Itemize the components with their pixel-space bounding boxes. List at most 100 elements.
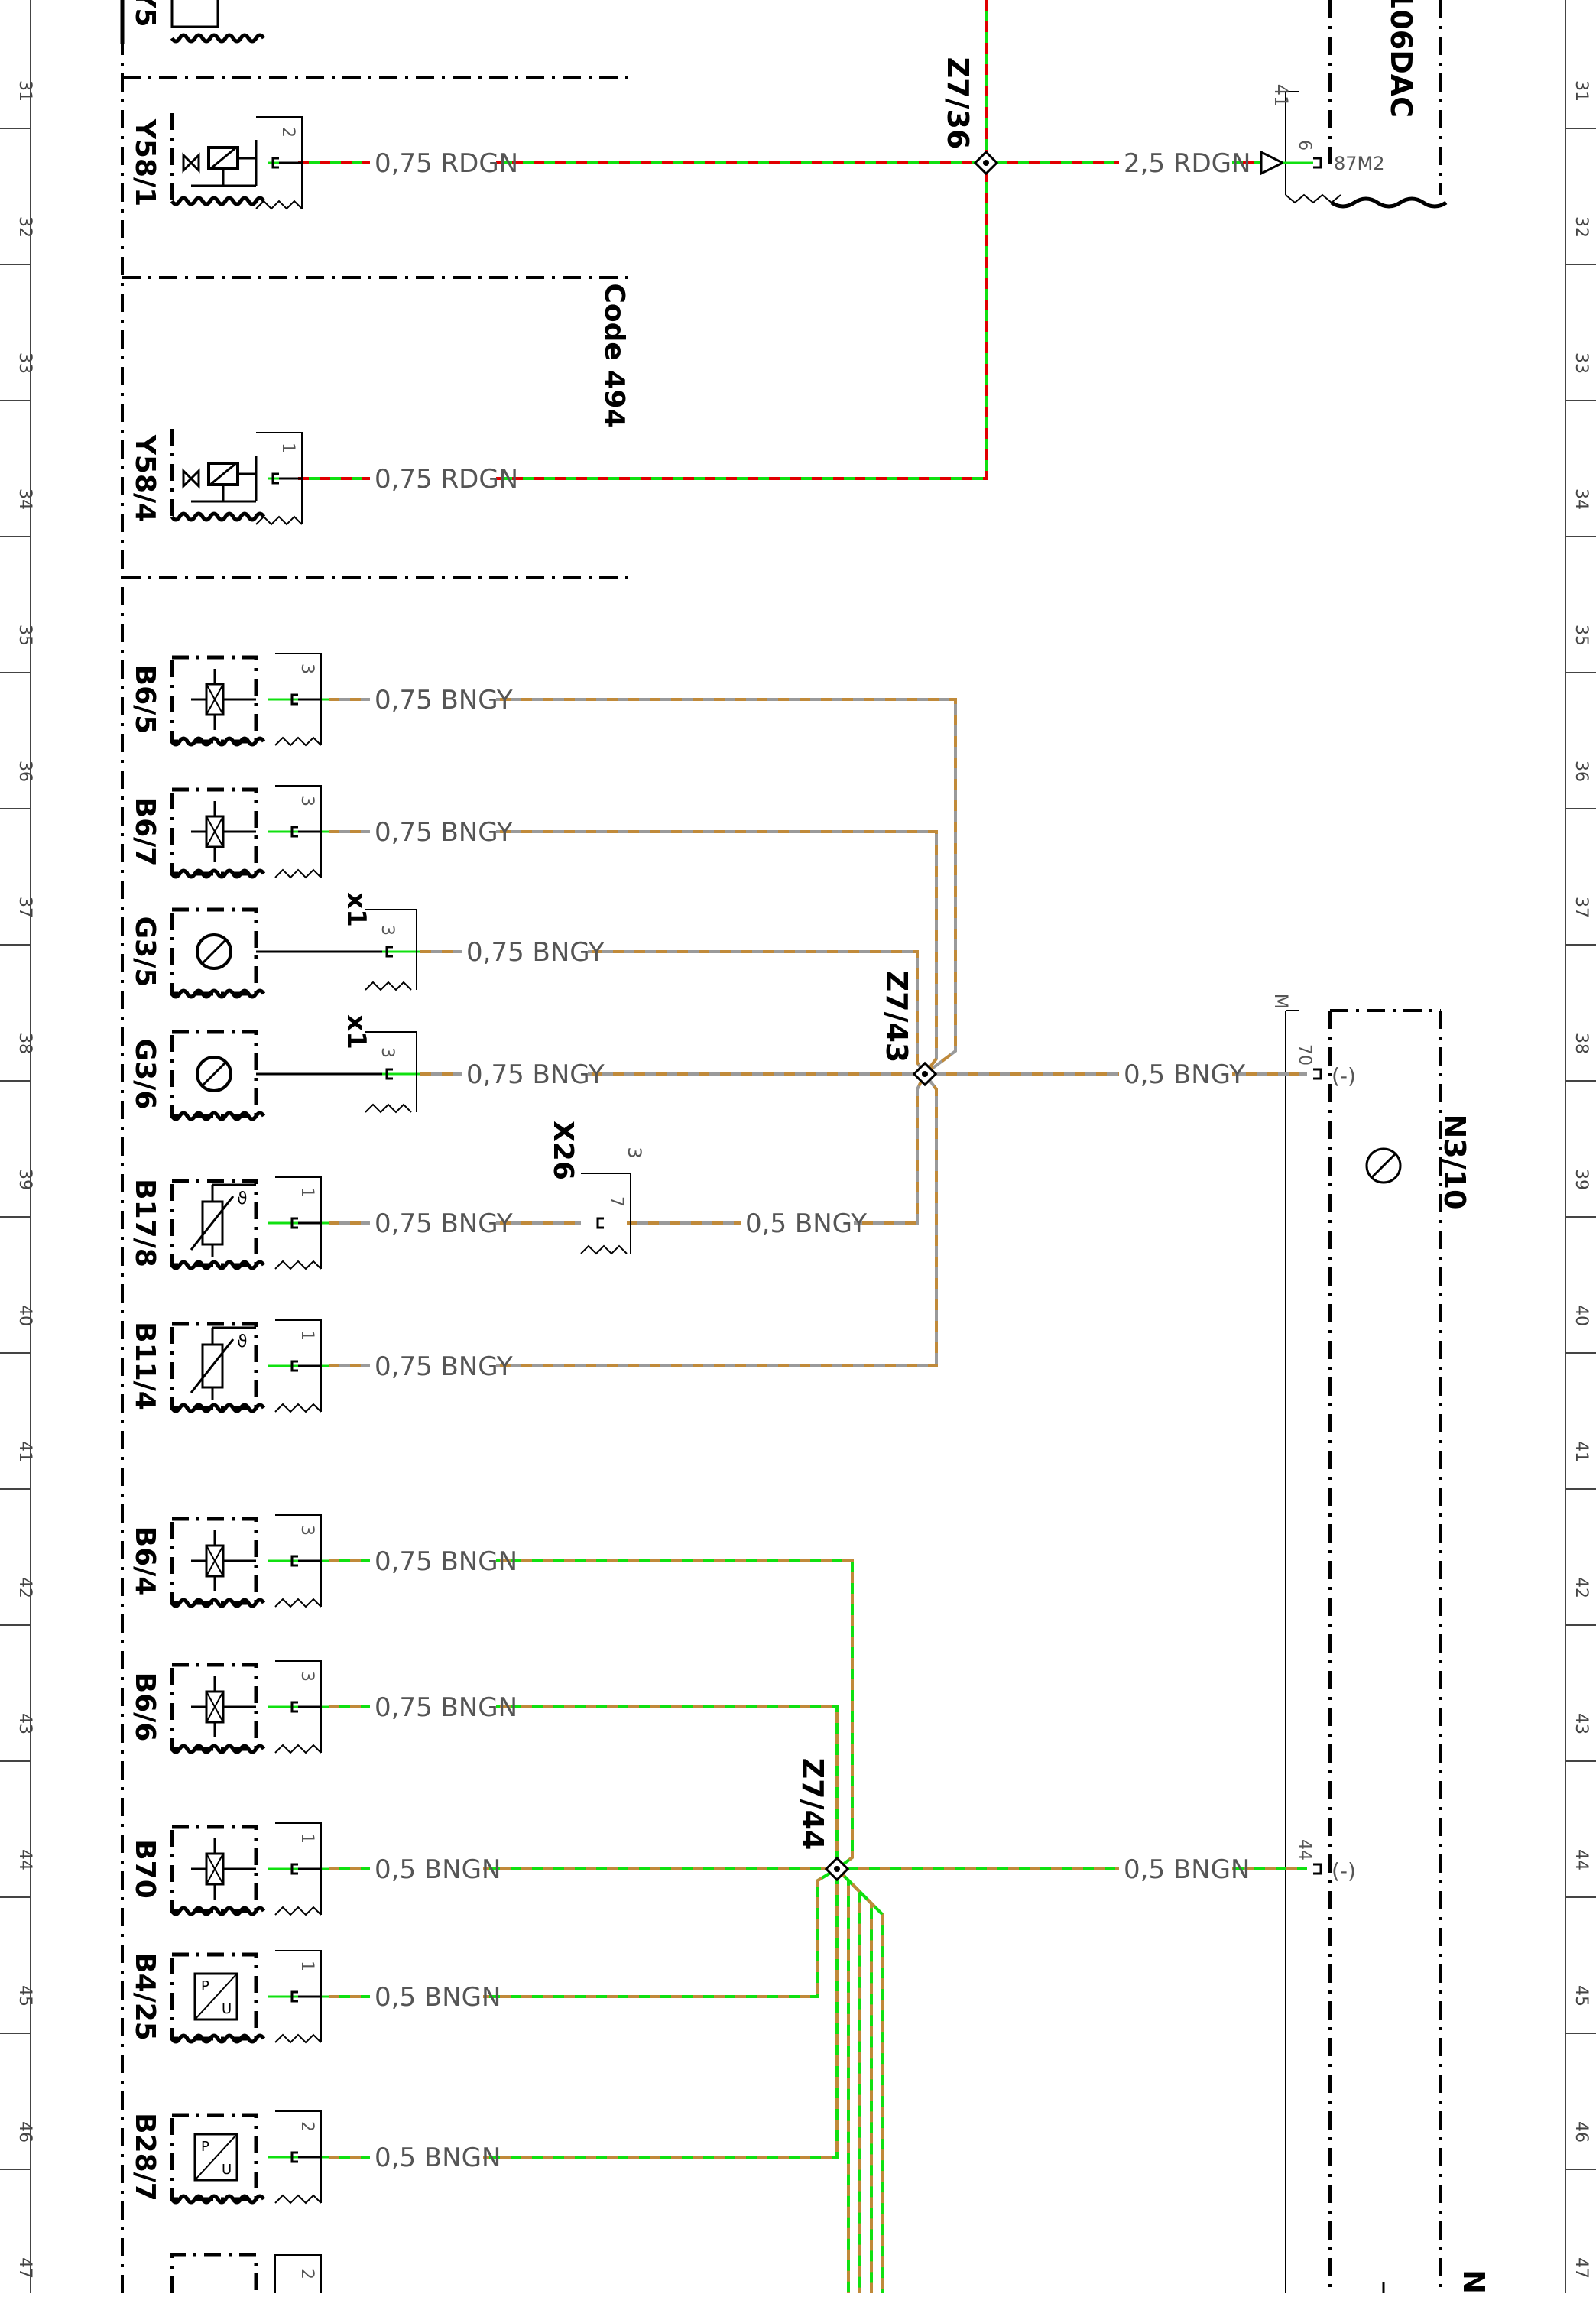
- splice-label: Z7/43: [880, 971, 913, 1063]
- connector-frame: [275, 785, 322, 878]
- arrow-icon: [1260, 150, 1286, 176]
- row-number: 44: [1572, 1849, 1591, 1870]
- connector-label: x1: [341, 1014, 371, 1050]
- wire-b28-7-stripe: [329, 1869, 839, 2159]
- connector-frame: [275, 1950, 322, 2042]
- wire-label-bg: [370, 818, 496, 847]
- splice-label: Z7/44: [796, 1758, 829, 1851]
- pin-number: 3: [624, 1147, 645, 1158]
- component-cut: [170, 1598, 266, 1608]
- component-b4-25[interactable]: B4/25 PU 1: [129, 1950, 322, 2044]
- wire-label: 0,5 BNGN: [375, 2143, 501, 2173]
- wire-label-bg: [370, 686, 496, 715]
- row-number: 37: [1572, 897, 1591, 918]
- pin-contact: [290, 1217, 298, 1229]
- wire-b6-5: [329, 698, 957, 1076]
- connector-frame: [275, 1319, 322, 1412]
- row-number: 47: [15, 2257, 34, 2279]
- temperature-sensor-arrow: [190, 1196, 235, 1251]
- pin-number: 1: [297, 1330, 316, 1341]
- wire-label: 0,75 BNGY: [466, 1059, 605, 1090]
- pressure-u-icon: U: [222, 2001, 232, 2017]
- pin-contact: [1313, 157, 1322, 169]
- pin-number: 3: [297, 1525, 316, 1536]
- connector-x1: x13: [341, 892, 417, 991]
- component-boundaries: [121, 0, 1442, 2293]
- splice-z7-44-dot: [834, 1866, 840, 1872]
- component-outline: [170, 1825, 258, 1913]
- component-label: Y58/1: [129, 118, 161, 206]
- row-number: 35: [15, 625, 34, 646]
- connector-frame: [275, 2110, 322, 2203]
- row-number: 33: [15, 352, 34, 374]
- connector-frame: [256, 116, 303, 209]
- component-label: Y58/4: [129, 434, 161, 522]
- pin-number: 1: [278, 443, 297, 453]
- sensor-cross-line: [206, 1691, 224, 1723]
- oxygen-sensor-icon-stroke: [201, 1061, 227, 1087]
- pressure-p-icon: P: [201, 1978, 209, 1994]
- solenoid-coil-diag: [209, 146, 237, 170]
- component-label: B17/8: [129, 1179, 161, 1267]
- splice-z7-36-dot: [983, 160, 989, 166]
- solenoid-coil-diag: [209, 462, 237, 486]
- wire-label-bg: [370, 1352, 496, 1381]
- component-cut: [170, 2194, 266, 2205]
- wire-label: 0,5 BNGN: [375, 1982, 501, 2013]
- wire-down-3: [835, 1867, 873, 2293]
- pressure-sensor-icon: [193, 2133, 238, 2182]
- side-label: M: [1270, 994, 1292, 1010]
- pin-contact: [290, 2151, 298, 2163]
- row-number: 31: [1572, 80, 1591, 102]
- pin-contact: [290, 826, 298, 838]
- pin-number: 3: [297, 663, 316, 674]
- row-number: 42: [1572, 1577, 1591, 1598]
- pin-number: 6: [1295, 140, 1314, 151]
- wire-label-bg: [741, 1209, 854, 1238]
- wire-b17-8-b: [627, 1073, 926, 1225]
- oxygen-sensor-icon-stroke: [1371, 1153, 1396, 1179]
- wire-label: 0,75 BNGY: [375, 685, 513, 715]
- pin-number: 2: [297, 2121, 316, 2132]
- pin-contact: [290, 1555, 298, 1567]
- splice-z7-43-dot: [922, 1071, 928, 1077]
- connector-wave: [255, 200, 303, 210]
- pin-contact: [290, 1990, 298, 2003]
- row-number: 35: [1572, 625, 1591, 646]
- row-number: 39: [1572, 1169, 1591, 1190]
- component-y58-1[interactable]: Y58/1 2: [129, 113, 303, 210]
- wire-label-bg: [370, 2143, 483, 2172]
- connector-frame: [365, 1031, 417, 1112]
- pin-contact: [1313, 1068, 1322, 1080]
- component-y58-4[interactable]: Y58/4 1: [129, 429, 303, 526]
- wire-label-bg: [1119, 1855, 1232, 1884]
- pressure-sensor-icon: [193, 1972, 238, 2021]
- pin-number: 1: [297, 1187, 316, 1198]
- pin-number: 70: [1295, 1044, 1314, 1066]
- component-outline: [170, 1179, 258, 1267]
- splice-label: Z7/36: [941, 57, 975, 150]
- wire-label-bg: [370, 1983, 483, 2012]
- wire-b28-7: [329, 1869, 839, 2159]
- wire-label-bg: [1119, 1060, 1232, 1089]
- row-number: 38: [1572, 1033, 1591, 1054]
- connector-frame: [365, 909, 417, 990]
- wire-label: 0,75 BNGY: [375, 1351, 513, 1382]
- pin-number: 1: [297, 1961, 316, 1971]
- component-label: B4/25: [129, 1952, 161, 2041]
- wire-g3-5: [420, 950, 926, 1076]
- pin-number: 2: [278, 127, 297, 138]
- oxygen-sensor-icon-stroke: [201, 939, 227, 965]
